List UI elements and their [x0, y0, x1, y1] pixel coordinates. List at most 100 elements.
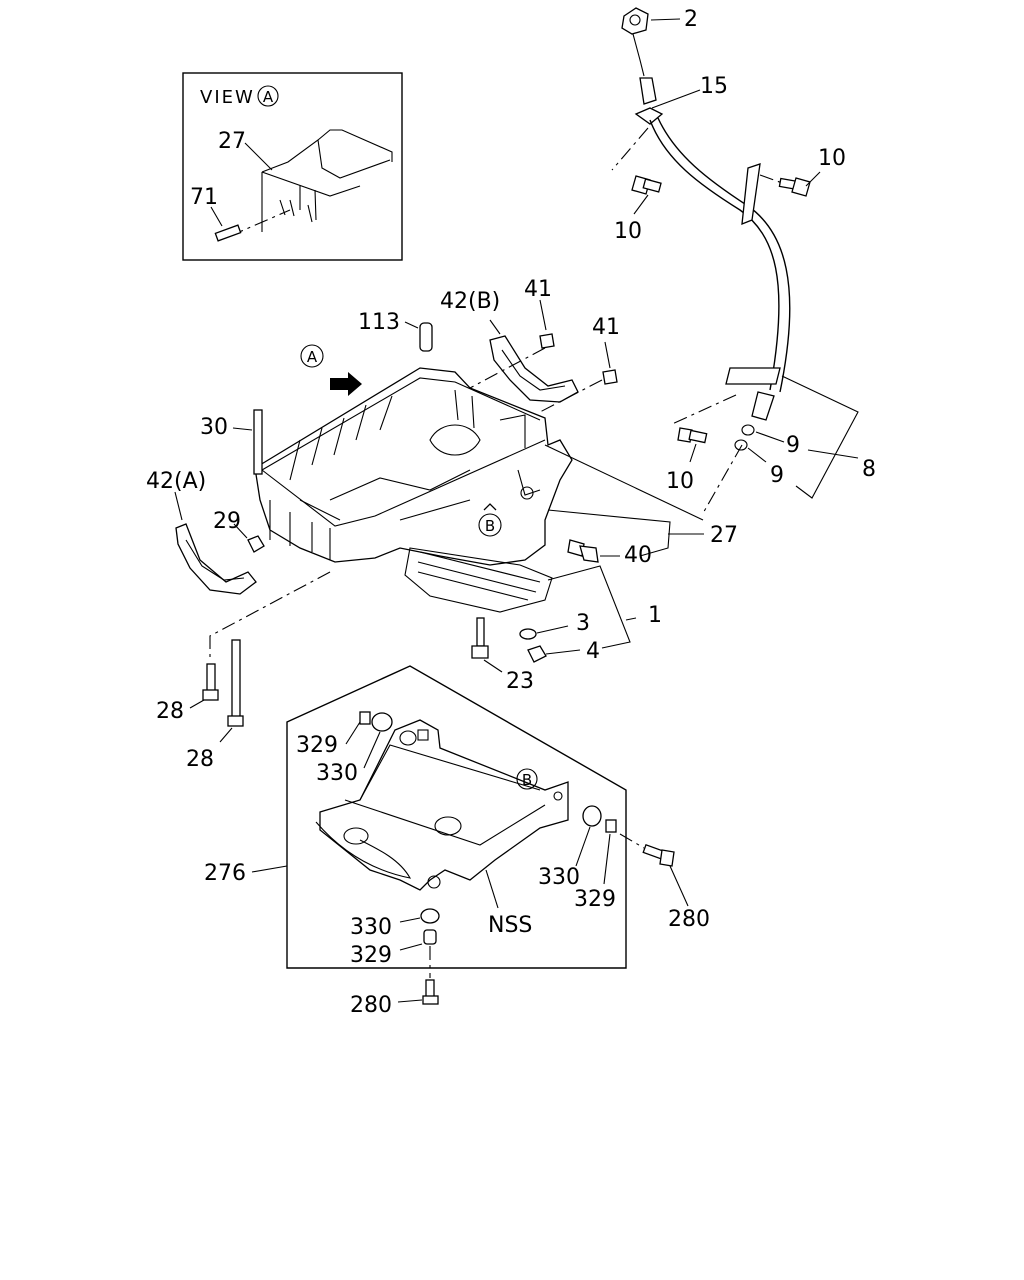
bolt-10-upper-right — [778, 177, 811, 197]
tube-bracket-upper — [741, 163, 761, 226]
skid-plate-frame — [286, 665, 627, 969]
skid-plate-group: B — [286, 665, 627, 969]
leader-71 — [210, 206, 223, 227]
label-8: 8 — [862, 457, 876, 482]
leader-27-inset — [244, 142, 273, 171]
bolt-280-right — [642, 843, 689, 907]
drain-plug-40 — [567, 539, 620, 563]
oil-pan-lower-sump — [404, 547, 553, 613]
marker-b-plate-circle — [516, 768, 538, 790]
label-10-upper-right: 10 — [818, 146, 846, 171]
grommet-330-bottom — [399, 908, 440, 924]
view-a-pan-corner — [261, 129, 393, 232]
tube-end — [751, 391, 775, 421]
oil-pan-flange — [261, 377, 546, 527]
label-10-lower: 10 — [666, 469, 694, 494]
bolt-10-lower — [677, 427, 708, 444]
dipstick-rod — [632, 33, 645, 77]
o-ring-9-upper — [741, 424, 755, 436]
marker-b-plate-letter: B — [522, 771, 532, 789]
label-nss: NSS — [488, 913, 532, 938]
nut-41-upper — [539, 299, 555, 349]
bearing-cap-42b — [489, 319, 579, 403]
marker-b-pan: B — [478, 513, 502, 537]
label-29: 29 — [213, 509, 241, 534]
dipstick-assembly — [611, 7, 811, 516]
label-276: 276 — [204, 861, 246, 886]
o-ring-9-lower — [734, 439, 748, 451]
marker-a-letter: A — [307, 348, 318, 366]
dipstick-handle — [621, 7, 649, 35]
label-42a: 42(A) — [146, 469, 206, 494]
label-9-upper: 9 — [786, 433, 800, 458]
view-a-title: VIEW — [200, 87, 255, 108]
label-23: 23 — [506, 669, 534, 694]
washer-3 — [519, 625, 569, 640]
label-15: 15 — [700, 74, 728, 99]
label-329-bottom: 329 — [350, 943, 392, 968]
bolt-28-short — [189, 663, 219, 709]
marker-b-pan-letter: B — [485, 517, 495, 535]
bearing-cap-42a — [174, 491, 257, 595]
view-a-direction: A — [300, 344, 362, 396]
dowel-pin-113 — [404, 321, 433, 352]
leader-27-group — [547, 509, 704, 557]
label-27-inset: 27 — [218, 129, 246, 154]
dipstick-leaders — [633, 18, 859, 499]
bolt-10-upper-left — [631, 175, 662, 195]
label-4: 4 — [586, 639, 600, 664]
view-a-marker-circle — [257, 85, 279, 107]
label-280-bottom: 280 — [350, 993, 392, 1018]
tube-top — [639, 77, 657, 105]
stud-30 — [232, 409, 263, 475]
marker-a-circle — [300, 344, 324, 368]
view-a-ribs — [279, 199, 313, 223]
label-329-upper: 329 — [296, 733, 338, 758]
oil-pan — [254, 367, 573, 613]
guide-tube-inner — [657, 117, 791, 393]
grommet-330-right — [575, 805, 602, 867]
collar-329-right — [603, 819, 617, 885]
collar-329-upper — [345, 711, 371, 745]
label-1: 1 — [648, 603, 662, 628]
part-labels: 27 71 2 15 10 10 10 113 42(B) 41 41 30 4… — [146, 7, 876, 1018]
oil-pan-bottom-webs — [299, 469, 471, 521]
label-113: 113 — [358, 310, 400, 335]
label-9-lower: 9 — [770, 463, 784, 488]
bolt-23 — [471, 617, 503, 673]
nut-41-lower — [602, 341, 618, 385]
view-a-marker-letter: A — [263, 88, 274, 106]
label-3: 3 — [576, 611, 590, 636]
view-a-inset: VIEW A — [182, 72, 403, 261]
leader-nss — [485, 869, 499, 909]
label-280-right: 280 — [668, 907, 710, 932]
label-71: 71 — [190, 185, 218, 210]
label-10-upper-left: 10 — [614, 219, 642, 244]
stud-71 — [214, 224, 242, 242]
label-40: 40 — [624, 543, 652, 568]
oil-pan-ribs — [289, 395, 393, 481]
bolt-280-bottom — [397, 979, 439, 1005]
label-2: 2 — [684, 7, 698, 32]
label-330-right: 330 — [538, 865, 580, 890]
nut-29 — [233, 523, 265, 553]
drain-plug-4 — [527, 645, 581, 663]
label-330-bottom: 330 — [350, 915, 392, 940]
oil-pan-body — [254, 367, 573, 566]
label-28-short: 28 — [156, 699, 184, 724]
label-330-upper: 330 — [316, 761, 358, 786]
view-a-frame — [182, 72, 403, 261]
label-30: 30 — [200, 415, 228, 440]
bolt-28-long — [219, 639, 244, 743]
label-27-group: 27 — [710, 523, 738, 548]
label-329-right: 329 — [574, 887, 616, 912]
tube-bracket-lower — [725, 367, 781, 385]
leader-276 — [251, 865, 288, 873]
grommet-330-upper — [363, 712, 393, 769]
guide-tube-outer — [649, 119, 780, 391]
label-41-upper: 41 — [524, 277, 552, 302]
skid-plate — [319, 719, 569, 891]
leader-group-1 — [547, 565, 637, 649]
